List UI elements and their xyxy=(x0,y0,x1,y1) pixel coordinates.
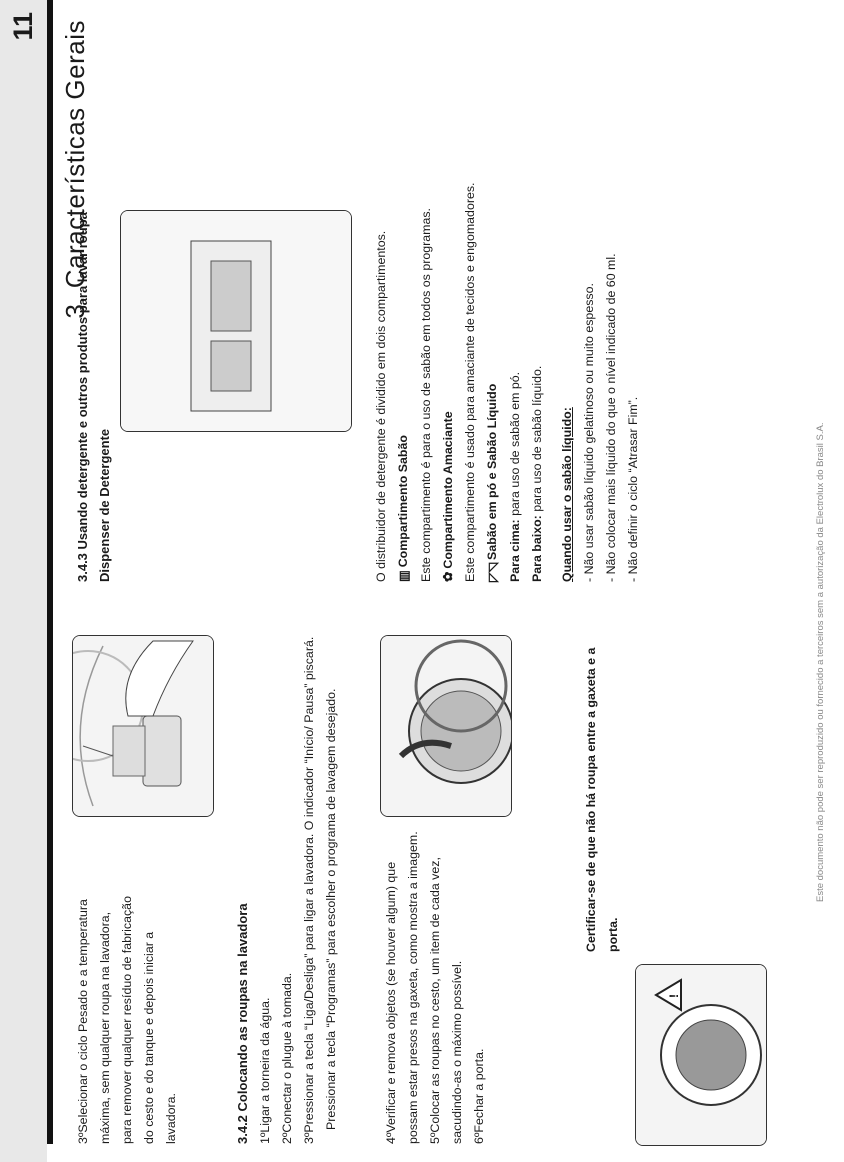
para-cima: Para cima: para uso de sabão em pó. xyxy=(504,22,526,582)
powder-liquid-title: ◸◹ Sabão em pó e Sabão Líquido xyxy=(481,22,504,582)
gasket-check-image xyxy=(380,635,512,817)
soap-compartment-title: ▥ Compartimento Sabão xyxy=(392,22,415,582)
gasket-illustration xyxy=(381,636,511,816)
door-illustration: ! xyxy=(636,965,766,1145)
door-warning-image: ! xyxy=(635,964,767,1146)
warning-note: Certificar-se de que não há roupa entre … xyxy=(580,622,624,952)
dispenser-intro: O distribuidor de detergente é dividido … xyxy=(374,230,388,582)
soap-compartment-text: Este compartimento é para o uso de sabão… xyxy=(418,208,433,582)
drawer-hand-illustration xyxy=(73,636,213,816)
step-2: 2ºConectar o plugue à tomada. xyxy=(280,972,294,1144)
liquid-soap-title: Quando usar o sabão líquido: xyxy=(560,407,575,582)
header-band: 11 xyxy=(0,0,47,1162)
svg-text:!: ! xyxy=(667,994,681,998)
footer-disclaimer: Este documento não pode ser reproduzido … xyxy=(815,422,826,903)
step3-paragraph: 3ºSelecionar o ciclo Pesado e a temperat… xyxy=(76,896,178,1144)
step-4: 4ºVerificar e remova objetos (se houver … xyxy=(384,831,420,1144)
dispenser-subtitle: Dispenser de Detergente xyxy=(97,428,112,582)
header-rule xyxy=(47,0,53,1144)
section-342-title: 3.4.2 Colocando as roupas na lavadora xyxy=(235,903,250,1144)
softener-compartment-text: Este compartimento é usado para amaciant… xyxy=(463,182,478,583)
steps-4-6: 4ºVerificar e remova objetos (se houver … xyxy=(380,824,490,1144)
dispenser-info: O distribuidor de detergente é dividido … xyxy=(370,22,644,583)
para-baixo-text: para uso de sabão líquido. xyxy=(530,365,545,516)
warning-text: Certificar-se de que não há roupa entre … xyxy=(584,647,620,952)
para-baixo-label: Para baixo: xyxy=(530,515,545,582)
section-343-title: 3.4.3 Usando detergente e outros produto… xyxy=(75,212,90,582)
softener-compartment-title: ✿ Compartimento Amaciante xyxy=(437,22,460,582)
para-cima-label: Para cima: xyxy=(508,519,523,582)
step-3b: 3ºPressionar a tecla “Liga/Desliga” para… xyxy=(302,636,316,1144)
section-342: 3.4.2 Colocando as roupas na lavadora 1º… xyxy=(232,624,342,1144)
step-1: 1ºLigar a torneira da água. xyxy=(258,997,272,1144)
powder-liquid-divider-icon: ◸◹ xyxy=(486,562,501,582)
para-baixo: Para baixo: para uso de sabão líquido. xyxy=(526,22,548,582)
detergent-drawer-image xyxy=(72,635,214,817)
step-5: 5ºColocar as roupas no cesto, um item de… xyxy=(428,857,464,1144)
liquid-item-3: - Não definir o ciclo “Atrasar Fim”. xyxy=(626,396,641,582)
dispenser-diagram xyxy=(120,210,352,432)
dispenser-illustration xyxy=(121,211,351,431)
soap-title-text: Compartimento Sabão xyxy=(396,435,410,568)
soap-compartment-icon: ▥ xyxy=(396,570,411,582)
powder-liquid-title-text: Sabão em pó e Sabão Líquido xyxy=(485,383,500,560)
step3-text: 3ºSelecionar o ciclo Pesado e a temperat… xyxy=(72,894,182,1144)
step-3c: Pressionar a tecla “Programas” para esco… xyxy=(324,688,338,1130)
liquid-item-1: - Não usar sabão líquido gelatinoso ou m… xyxy=(582,283,597,582)
flower-softener-icon: ✿ xyxy=(441,571,456,582)
section-343-heading: 3.4.3 Usando detergente e outros produto… xyxy=(72,162,116,582)
warning-icon xyxy=(654,978,682,1012)
para-cima-text: para uso de sabão em pó. xyxy=(508,371,523,520)
page-number: 11 xyxy=(8,12,38,41)
liquid-item-2: - Não colocar mais líquido do que o níve… xyxy=(604,253,619,582)
step-6: 6ºFechar a porta. xyxy=(472,1048,486,1144)
softener-title-text: Compartimento Amaciante xyxy=(440,411,455,569)
